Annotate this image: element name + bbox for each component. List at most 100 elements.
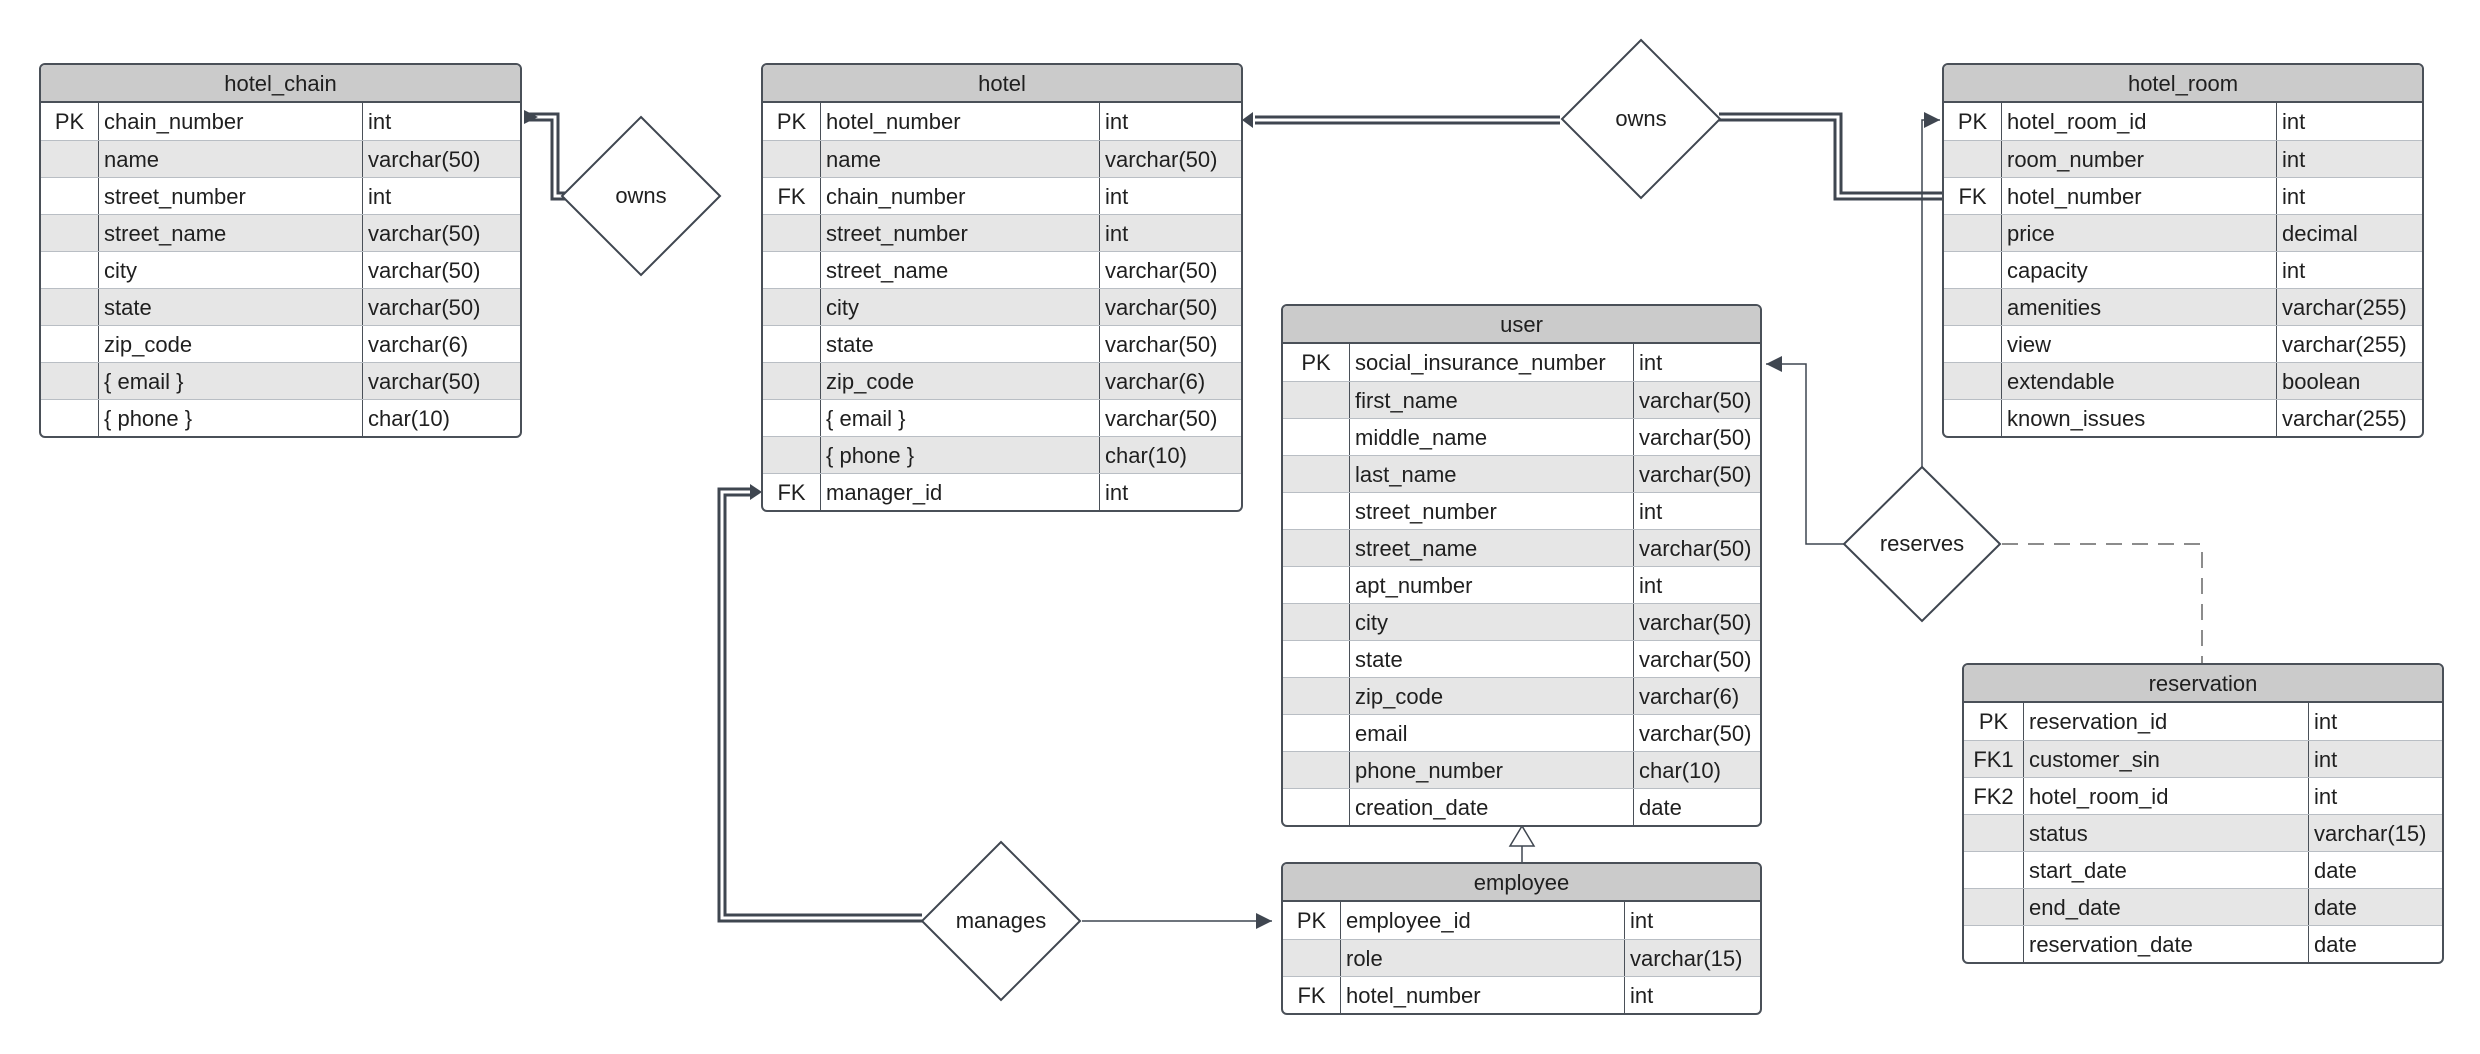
field-type-cell: int xyxy=(2314,709,2338,734)
field-name-cell: phone_number xyxy=(1350,752,1634,788)
owns-hotel-room-connector xyxy=(1242,112,1946,201)
field-type-cell: varchar(15) xyxy=(2314,821,2427,846)
field-type-cell: int xyxy=(2282,109,2306,134)
manages-connector xyxy=(717,484,1272,929)
key-cell xyxy=(1944,326,2002,362)
table-title: reservation xyxy=(1964,665,2442,703)
key-cell xyxy=(41,289,99,325)
field-type-cell: varchar(255) xyxy=(2282,332,2407,357)
field-name-cell: known_issues xyxy=(2002,400,2277,436)
field-name-cell: end_date xyxy=(2024,889,2309,925)
key-cell xyxy=(1283,382,1350,418)
key-cell xyxy=(1283,567,1350,603)
field-type-cell: char(10) xyxy=(368,406,450,431)
field-type-cell: int xyxy=(1105,221,1129,246)
key-cell xyxy=(1283,604,1350,640)
field-type-cell: int xyxy=(1630,908,1654,933)
key-cell xyxy=(1964,926,2024,962)
field-name-cell: city xyxy=(99,252,363,288)
field-type-cell: int xyxy=(368,184,392,209)
key-cell xyxy=(1283,940,1341,976)
field-name-cell: street_number xyxy=(1350,493,1634,529)
field-name-cell: state xyxy=(821,326,1100,362)
key-cell: PK xyxy=(1283,902,1341,939)
table-title: hotel_chain xyxy=(41,65,520,103)
key-cell xyxy=(763,326,821,362)
field-type-cell: varchar(50) xyxy=(1105,406,1218,431)
key-cell xyxy=(41,363,99,399)
field-name-cell: creation_date xyxy=(1350,789,1634,825)
field-type-cell: decimal xyxy=(2282,221,2358,246)
key-cell xyxy=(763,141,821,177)
manages-diamond xyxy=(920,840,1082,1002)
key-cell xyxy=(763,400,821,436)
key-cell xyxy=(1964,815,2024,851)
key-cell xyxy=(41,326,99,362)
field-type-cell: varchar(50) xyxy=(368,258,481,283)
field-name-cell: street_number xyxy=(821,215,1100,251)
field-name-cell: zip_code xyxy=(821,363,1100,399)
field-name-cell: name xyxy=(821,141,1100,177)
field-type-cell: varchar(50) xyxy=(368,221,481,246)
field-type-cell: int xyxy=(1105,109,1129,134)
key-cell xyxy=(763,437,821,473)
field-name-cell: street_name xyxy=(99,215,363,251)
field-type-cell: int xyxy=(1639,499,1663,524)
table-row: { phone }char(10) xyxy=(763,436,1241,473)
field-type-cell: char(10) xyxy=(1639,758,1721,783)
field-type-cell: date xyxy=(2314,932,2357,957)
field-name-cell: last_name xyxy=(1350,456,1634,492)
key-cell xyxy=(1944,363,2002,399)
field-name-cell: { email } xyxy=(99,363,363,399)
key-cell xyxy=(41,252,99,288)
field-name-cell: zip_code xyxy=(1350,678,1634,714)
field-type-cell: date xyxy=(1639,795,1682,820)
field-type-cell: varchar(50) xyxy=(1105,147,1218,172)
key-cell: PK xyxy=(1944,103,2002,140)
owns-hotel-room-diamond xyxy=(1560,38,1722,200)
field-type-cell: varchar(50) xyxy=(1639,462,1752,487)
field-type-cell: varchar(50) xyxy=(368,295,481,320)
field-type-cell: varchar(50) xyxy=(1639,425,1752,450)
field-name-cell: hotel_room_id xyxy=(2002,103,2277,140)
field-name-cell: zip_code xyxy=(99,326,363,362)
field-type-cell: int xyxy=(1639,350,1663,375)
field-name-cell: hotel_number xyxy=(1341,977,1625,1013)
key-cell: PK xyxy=(41,103,99,140)
key-cell xyxy=(1944,400,2002,436)
field-name-cell: hotel_number xyxy=(821,103,1100,140)
field-type-cell: int xyxy=(2314,784,2338,809)
table-row: { email }varchar(50) xyxy=(763,399,1241,436)
key-cell xyxy=(1944,141,2002,177)
field-type-cell: int xyxy=(1630,983,1654,1008)
key-cell xyxy=(1283,678,1350,714)
field-type-cell: varchar(50) xyxy=(1105,332,1218,357)
key-cell xyxy=(41,215,99,251)
field-type-cell: int xyxy=(2282,147,2306,172)
table-title: employee xyxy=(1283,864,1760,902)
field-type-cell: int xyxy=(1105,184,1129,209)
field-name-cell: social_insurance_number xyxy=(1350,344,1634,381)
